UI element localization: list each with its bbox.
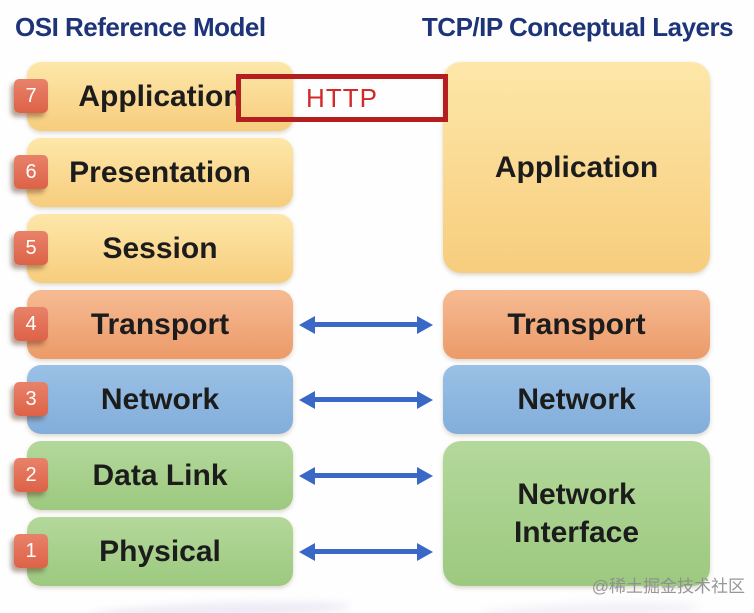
osi-layer-datalink: 2 Data Link (0, 441, 754, 510)
arrowhead-right (417, 467, 433, 485)
osi-layer-label: Network (100, 382, 220, 416)
osi-layer-label: Session (102, 231, 218, 265)
arrow-shaft (310, 322, 422, 327)
osi-layer-box: Session (27, 214, 293, 283)
layer-number-badge: 4 (14, 307, 48, 341)
osi-layer-box: Transport (27, 290, 293, 359)
tcpip-layer-network-interface: Network Interface (443, 441, 710, 586)
osi-layer-box: Network (27, 365, 293, 434)
faint-bottom-artifact (89, 598, 351, 613)
tcpip-layer-label: Network (517, 382, 636, 416)
tcpip-column-title: TCP/IP Conceptual Layers (421, 12, 734, 42)
osi-layer-label: Physical (99, 534, 221, 568)
osi-layer-label: Application (78, 79, 242, 113)
arrowhead-left (299, 543, 315, 561)
bidirectional-arrow-icon (299, 543, 433, 561)
osi-layer-box: Presentation (27, 138, 293, 207)
arrowhead-left (299, 467, 315, 485)
tcpip-layer-label: Transport (507, 307, 646, 341)
arrow-shaft (310, 549, 422, 554)
layer-number-badge: 7 (14, 79, 48, 113)
osi-layer-box: Data Link (27, 441, 293, 510)
tcpip-layer-label: Application (494, 150, 659, 184)
osi-layer-label: Presentation (69, 155, 251, 189)
http-annotation-label: HTTP (306, 82, 378, 113)
arrow-shaft (310, 473, 422, 478)
osi-layer-session: 5 Session (0, 214, 754, 283)
arrowhead-left (299, 316, 315, 334)
tcpip-layer-transport: Transport (443, 290, 710, 359)
osi-layer-presentation: 6 Presentation (0, 138, 754, 207)
bidirectional-arrow-icon (299, 316, 433, 334)
layer-number-badge: 2 (14, 458, 48, 492)
arrow-shaft (310, 397, 422, 402)
watermark-text: @稀土掘金技术社区 (591, 577, 745, 596)
arrowhead-left (299, 391, 315, 409)
osi-layer-physical: 1 Physical (0, 517, 754, 586)
layer-number-badge: 6 (14, 155, 48, 189)
layer-number-badge: 3 (14, 382, 48, 416)
osi-layer-transport: 4 Transport (0, 290, 754, 359)
tcpip-layer-label: Network Interface (513, 478, 640, 549)
tcpip-layer-network: Network (443, 365, 710, 434)
tcpip-layer-application: Application (443, 62, 710, 273)
http-annotation-box: HTTP (236, 74, 448, 122)
layer-number-badge: 1 (14, 534, 48, 568)
osi-layer-network: 3 Network (0, 365, 754, 434)
faint-bottom-artifact (479, 599, 701, 613)
osi-layer-box: Physical (27, 517, 293, 586)
bidirectional-arrow-icon (299, 467, 433, 485)
arrowhead-right (417, 391, 433, 409)
arrowhead-right (417, 543, 433, 561)
osi-layer-label: Data Link (92, 458, 228, 492)
osi-column-title: OSI Reference Model (15, 12, 266, 42)
osi-layer-label: Transport (90, 307, 230, 341)
bidirectional-arrow-icon (299, 391, 433, 409)
arrowhead-right (417, 316, 433, 334)
layer-number-badge: 5 (14, 231, 48, 265)
